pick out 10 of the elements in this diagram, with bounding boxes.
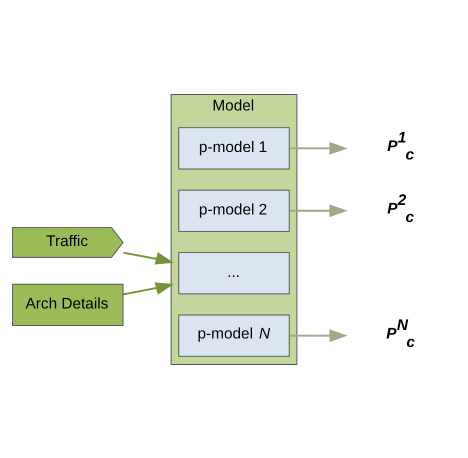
node-box: Arch Details: [12, 283, 124, 326]
node-box: ...: [178, 252, 290, 294]
arrow: [290, 204, 348, 217]
node-box: p-model N: [178, 314, 290, 356]
arrow: [123, 251, 174, 264]
node-box: p-model 2: [178, 189, 290, 232]
arrow: [123, 282, 174, 295]
arrow: [290, 141, 348, 154]
arrow: [290, 328, 348, 342]
node-box: p-model 1: [178, 126, 290, 169]
